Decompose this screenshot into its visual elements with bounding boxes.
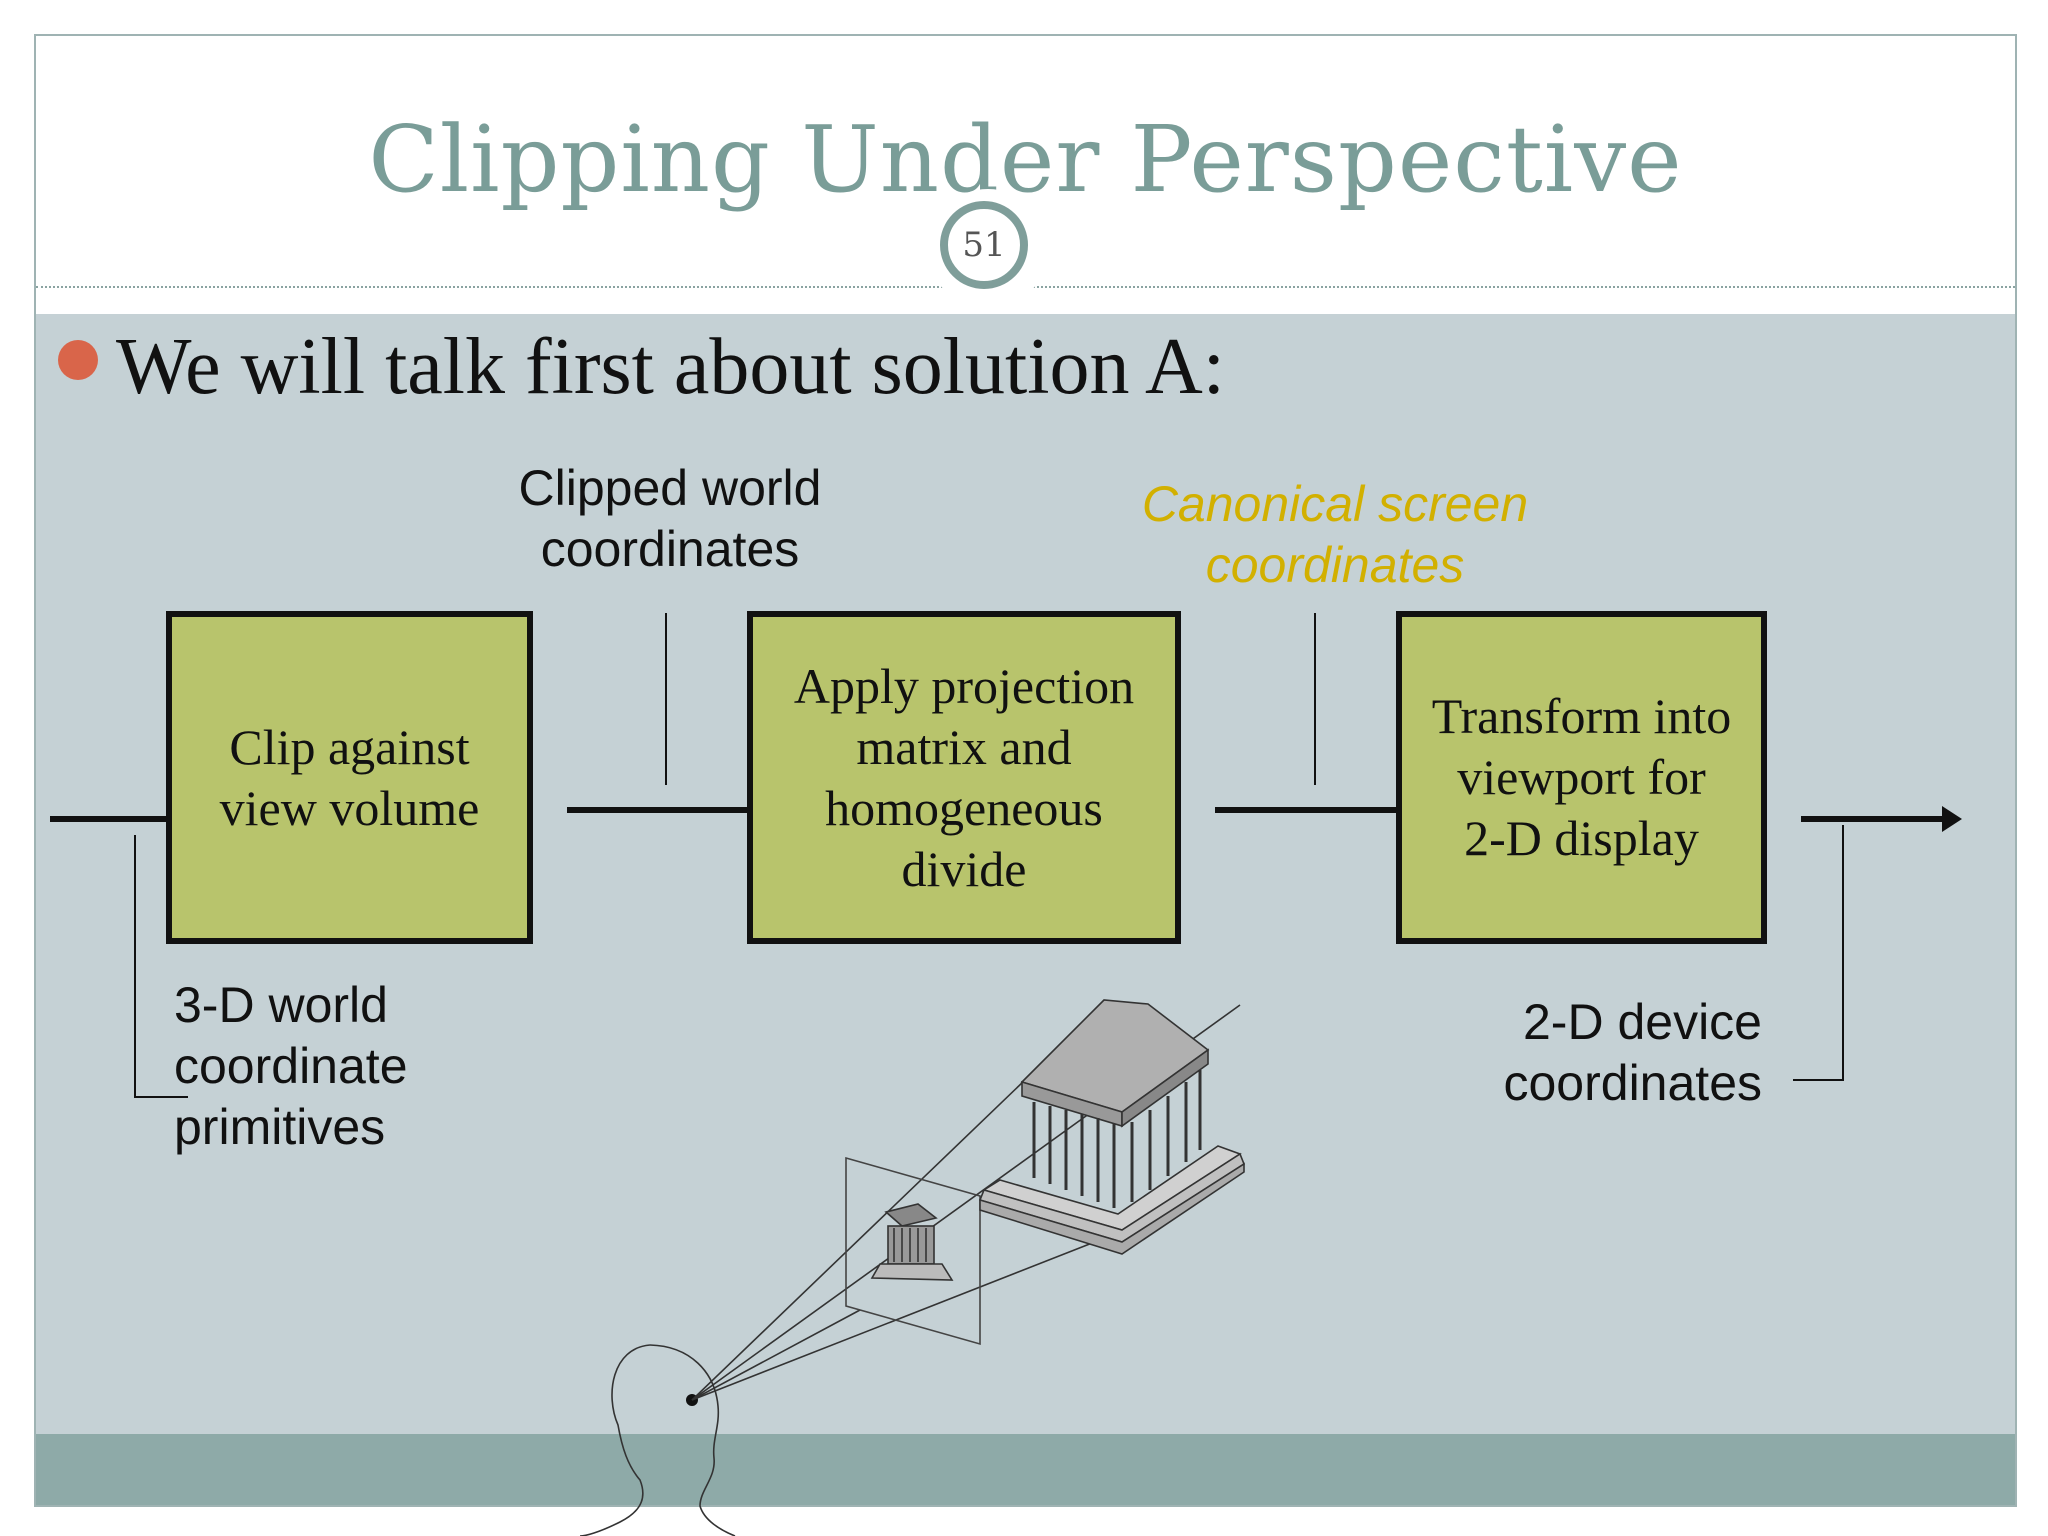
output-arrowhead-icon	[1942, 806, 1962, 832]
input-leader	[134, 835, 188, 1098]
page-number-ring: 51	[940, 201, 1028, 289]
page-number: 51	[962, 225, 1006, 265]
slide-title: Clipping Under Perspective	[368, 106, 1683, 213]
annotation-canonical-screen-coordinates: Canonical screen coordinates	[1141, 476, 1529, 593]
annotation-3d-world-primitives: 3-D world coordinate primitives	[174, 977, 408, 1155]
footer-band	[36, 1434, 2015, 1505]
stage-clip-against-view-volume: Clip against view volume	[166, 611, 533, 944]
viewer-projecting-temple-icon	[579, 999, 1245, 1536]
stage-apply-projection: Apply projection matrix and homogeneous …	[747, 611, 1181, 944]
bullet-dot-icon	[58, 340, 98, 380]
bullet-text: We will talk first about solution A:	[116, 323, 1226, 411]
stage-transform-into-viewport: Transform into viewport for 2-D display	[1396, 611, 1767, 944]
annotation-2d-device-coordinates: 2-D device coordinates	[1503, 994, 1763, 1111]
output-leader	[1793, 825, 1844, 1081]
annotation-clipped-world-coordinates: Clipped world coordinates	[518, 460, 822, 577]
